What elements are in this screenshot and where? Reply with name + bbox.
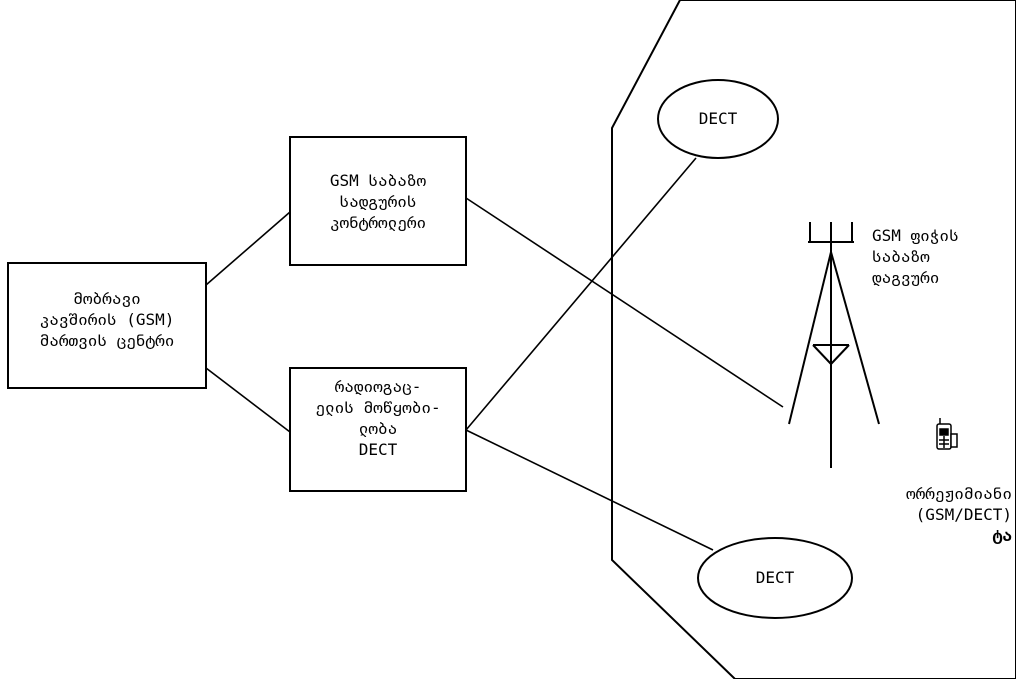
dect-equipment-line-1: რადიოგაც- [334,377,422,396]
msc-label: მობრავი კავშირის (GSM) მართვის ცენტრი [8,288,206,351]
bts-label-line-1: GSM ფიჭის [872,226,959,245]
dect-top-label: DECT [698,109,738,128]
msc-box [7,262,207,389]
link-msc-dect [205,367,291,433]
bsc-box [289,136,467,266]
bsc-label: GSM საბაზო სადგურის კონტროლერი [290,170,466,233]
antenna-tower-icon [788,222,880,468]
dect-bottom-label: DECT [755,568,795,587]
handset-label-line-2: (GSM/DECT) [915,505,1012,524]
link-bsc-bts [465,197,784,408]
link-msc-bsc [205,211,291,286]
mobile-phone-icon [936,418,958,450]
bsc-label-line-2: სადგურის [339,192,417,211]
bsc-label-line-3: კონტროლერი [329,213,427,232]
dect-equipment-line-3: ლობა [358,419,398,438]
dect-equipment-label: რადიოგაც- ელის მოწყობი- ლობა DECT [290,376,466,460]
handset-label: ორრეჟიმიანი (GSM/DECT) ტა [906,483,1012,546]
bts-label-line-3: დაგვური [872,268,940,287]
bsc-label-line-1: GSM საბაზო [329,171,427,190]
cell-area-octagon [611,0,1016,679]
bts-label: GSM ფიჭის საბაზო დაგვური [872,225,959,288]
dect-equipment-line-4: DECT [358,440,398,459]
handset-label-line-3: ტა [992,526,1012,545]
link-dect-bottomcell [465,429,714,551]
link-dect-topcell [465,157,697,431]
msc-label-line-2: კავშირის (GSM) [39,310,175,329]
handset-label-line-1: ორრეჟიმიანი [906,484,1012,503]
dect-bottom-ellipse [697,537,853,619]
dect-top-ellipse [657,79,779,159]
dect-equipment-line-2: ელის მოწყობი- [315,398,441,417]
msc-label-line-1: მობრავი [73,289,141,308]
bts-label-line-2: საბაზო [872,247,930,266]
msc-label-line-3: მართვის ცენტრი [39,331,175,350]
